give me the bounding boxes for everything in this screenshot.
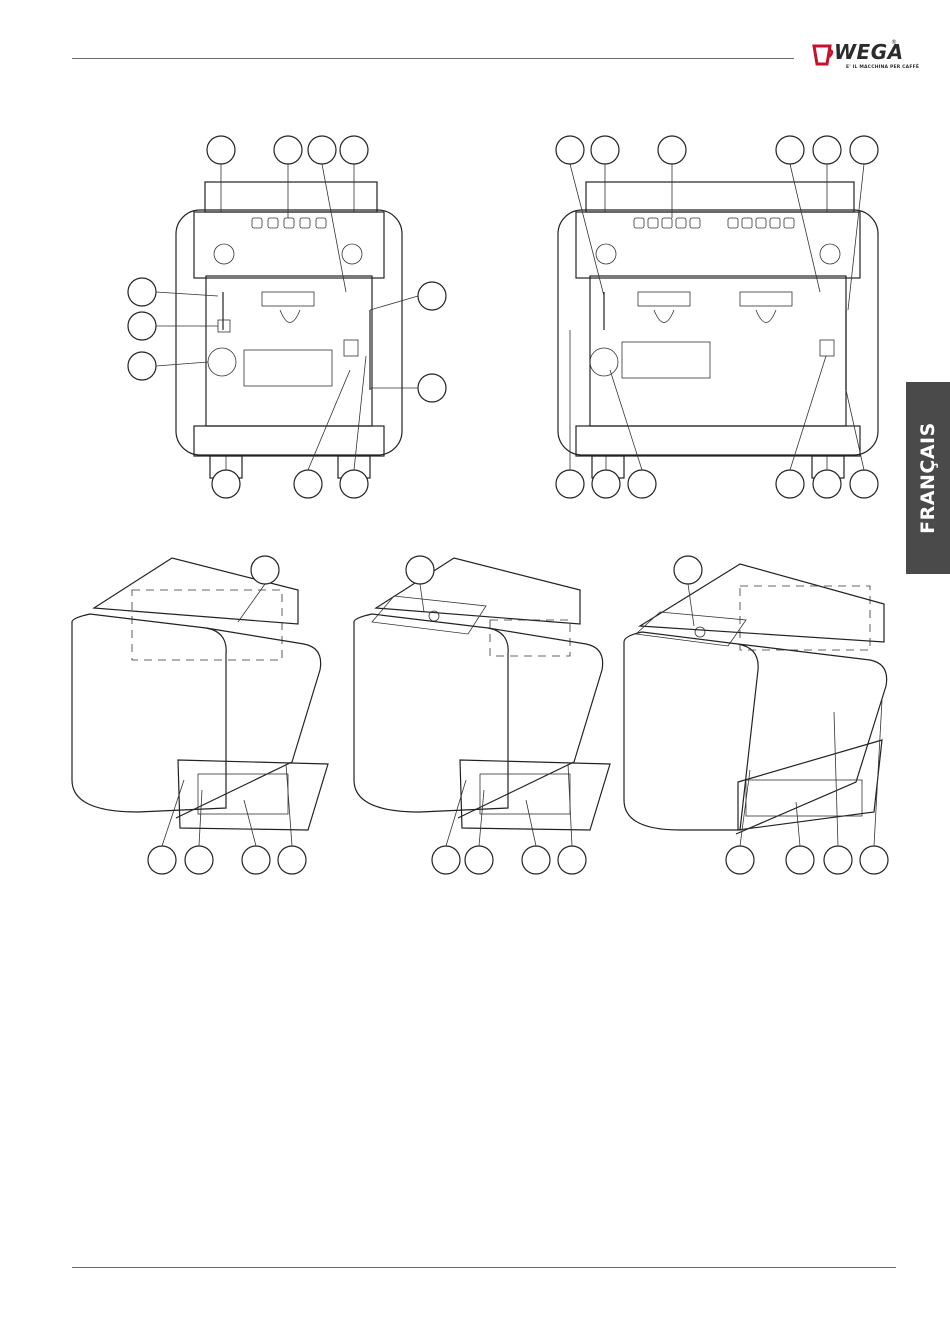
- callout-marker: [776, 470, 804, 498]
- callout-marker: [251, 556, 279, 584]
- front-view-1group: [120, 130, 450, 500]
- callout-marker: [558, 846, 586, 874]
- language-label: FRANÇAIS: [917, 422, 939, 534]
- callout-marker: [556, 470, 584, 498]
- callout-marker: [813, 470, 841, 498]
- power-switch: [820, 340, 834, 356]
- drip-grid: [244, 350, 332, 386]
- brew-group: [262, 292, 314, 323]
- callout-marker: [128, 312, 156, 340]
- callout-marker: [465, 846, 493, 874]
- callout-marker: [432, 846, 460, 874]
- steam-wand: [218, 292, 230, 332]
- perspective-view-3: [620, 550, 900, 880]
- callout-marker: [786, 846, 814, 874]
- language-tab: FRANÇAIS: [906, 382, 950, 574]
- callout-marker: [340, 470, 368, 498]
- callout-marker: [294, 470, 322, 498]
- callout-marker: [340, 136, 368, 164]
- callout-marker: [242, 846, 270, 874]
- callout-marker: [185, 846, 213, 874]
- brew-groups: [638, 292, 792, 323]
- header-rule: [72, 58, 794, 59]
- callout-marker: [406, 556, 434, 584]
- power-switch: [344, 340, 358, 356]
- perspective-view-1: [68, 550, 338, 880]
- callout-marker: [128, 278, 156, 306]
- callout-marker: [850, 470, 878, 498]
- callout-marker: [418, 282, 446, 310]
- callout-marker: [207, 136, 235, 164]
- callout-marker: [860, 846, 888, 874]
- callout-marker: [658, 136, 686, 164]
- callout-marker: [556, 136, 584, 164]
- pressure-gauge: [590, 348, 618, 376]
- callout-marker: [278, 846, 306, 874]
- footer-rule: [72, 1267, 896, 1268]
- vent-pattern: [132, 590, 282, 660]
- callout-marker: [776, 136, 804, 164]
- registered-mark: ®: [891, 39, 897, 46]
- cup-icon: [812, 40, 836, 70]
- front-view-2group: [550, 130, 890, 500]
- callout-marker: [522, 846, 550, 874]
- callout-marker: [850, 136, 878, 164]
- perspective-view-2: [350, 550, 620, 880]
- drip-grid: [622, 342, 710, 378]
- callout-marker: [148, 846, 176, 874]
- callout-marker: [824, 846, 852, 874]
- callout-marker: [128, 352, 156, 380]
- machine-outline: [176, 182, 402, 478]
- wega-logo: WEGA ® E' IL MACCHINA PER CAFFÈ: [818, 38, 898, 78]
- callout-marker: [592, 470, 620, 498]
- callout-marker: [212, 470, 240, 498]
- callout-marker: [591, 136, 619, 164]
- callout-marker: [813, 136, 841, 164]
- logo-tagline: E' IL MACCHINA PER CAFFÈ: [846, 65, 919, 70]
- callout-marker: [274, 136, 302, 164]
- control-panels: [596, 218, 840, 264]
- callout-marker: [418, 374, 446, 402]
- pressure-gauge: [208, 348, 236, 376]
- callout-marker: [308, 136, 336, 164]
- callout-marker: [674, 556, 702, 584]
- callout-marker: [726, 846, 754, 874]
- callout-marker: [628, 470, 656, 498]
- machine-outline: [558, 182, 878, 478]
